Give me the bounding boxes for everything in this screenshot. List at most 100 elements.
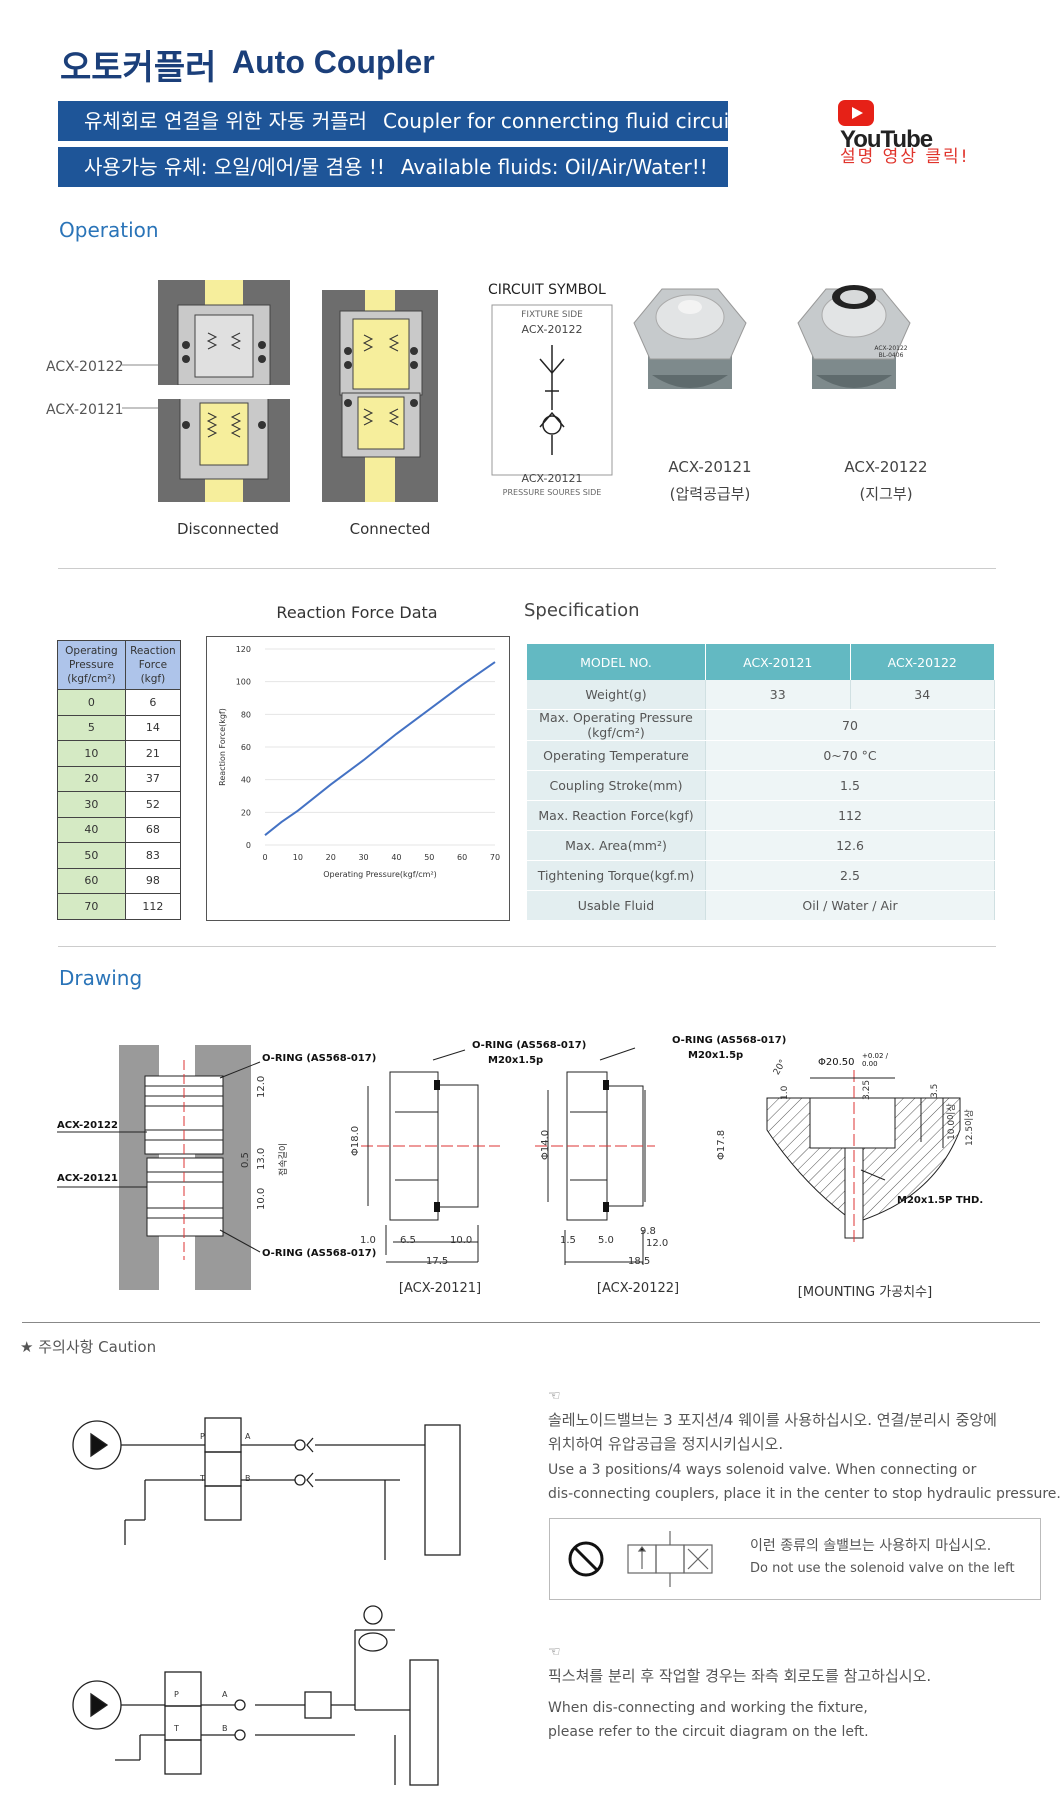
pressure-cell: 0 — [57, 689, 126, 716]
divider-2 — [58, 946, 996, 947]
spec-table-body: Weight(g) 33 34 Max. Operating Pressure … — [527, 680, 995, 921]
pressure-cell: 10 — [57, 740, 126, 767]
x-tick-label: 0 — [262, 853, 267, 862]
d2-dim-12: 12.0 — [646, 1238, 669, 1249]
asm-label-20121: ACX-20121 — [57, 1173, 118, 1184]
x-tick-label: 50 — [424, 853, 434, 862]
hand-icon-2: ☜ — [548, 1644, 561, 1660]
caution-text-2-ko: 픽스쳐를 분리 후 작업할 경우는 좌측 회로도를 참고하십시오. — [548, 1667, 932, 1685]
y-tick-label: 100 — [236, 678, 251, 687]
caution-circuit-diagrams — [72, 1417, 461, 1786]
pressure-cell: 30 — [57, 791, 126, 818]
page-title-en: Auto Coupler — [232, 44, 435, 80]
circuit-diagram-1 — [72, 1417, 461, 1560]
d2-dim-5: 5.0 — [598, 1235, 614, 1246]
caution-2-en-line1: When dis-connecting and working the fixt… — [548, 1700, 868, 1716]
d2-dim-98: 9.8 — [640, 1226, 656, 1237]
m-dim-325: 3.25 — [862, 1079, 872, 1100]
spec-value: 70 — [705, 709, 995, 741]
drawing-caption-1: [ACX-20121] — [398, 1281, 482, 1296]
spec-col-a: ACX-20121 — [705, 644, 851, 680]
chart-title: Reaction Force Data — [276, 603, 438, 622]
d2-oring: O-RING (AS568-017) — [672, 1035, 787, 1046]
caution-1-ko-line2: 위치하여 유압공급을 정지시키십시오. — [548, 1435, 784, 1453]
asm-dim-12: 12.0 — [256, 1075, 267, 1098]
spec-key: Coupling Stroke(mm) — [527, 770, 706, 801]
band1-en: Coupler for connercting fluid circuit — [383, 109, 737, 133]
symbol-fixture-side: FIXTURE SIDE — [521, 310, 583, 320]
d2-dim-15: 1.5 — [560, 1235, 576, 1246]
do-not-use-box: 이런 종류의 솔밸브는 사용하지 마십시오. Do not use the so… — [549, 1518, 1041, 1600]
youtube-link[interactable]: YouTube — [838, 100, 968, 154]
technical-drawing — [57, 1045, 961, 1290]
youtube-video-link[interactable]: 설명 영상 클릭! — [840, 147, 970, 167]
m-phi: Φ20.50 — [818, 1057, 855, 1068]
d2-phi178: Φ17.8 — [716, 1129, 727, 1160]
photo2-engrave-2: BL-0406 — [878, 352, 904, 359]
asm-oring-top: O-RING (AS568-017) — [262, 1053, 377, 1064]
caution-text-2-en: When dis-connecting and working the fixt… — [548, 1696, 869, 1744]
spec-table: MODEL NO. ACX-20121 ACX-20122 Weight(g) … — [527, 644, 995, 921]
force-cell: 14 — [124, 714, 182, 741]
operation-illustration — [122, 280, 911, 502]
y-axis-label: Reaction Force(kgf) — [218, 708, 227, 786]
feature-band-2: 사용가능 유체: 오일/에어/물 겸용 !!Available fluids: … — [58, 147, 728, 187]
youtube-word: YouTube — [840, 126, 933, 153]
photo2-desc: (지그부) — [859, 485, 913, 503]
spec-key: Max. Area(mm²) — [527, 830, 706, 861]
d1-oring: O-RING (AS568-017) — [472, 1040, 587, 1051]
label-acx-20122: ACX-20122 — [46, 359, 124, 375]
asm-oring-bottom: O-RING (AS568-017) — [262, 1248, 377, 1259]
caution-1-en-line2: dis-connecting couplers, place it in the… — [548, 1486, 1061, 1502]
caption-disconnected: Disconnected — [176, 520, 280, 538]
asm-dim-conn: 접속길이 — [279, 1142, 289, 1176]
do-not-use-en: Do not use the solenoid valve on the lef… — [750, 1561, 1015, 1576]
m-thd: M20x1.5P THD. — [897, 1195, 984, 1206]
spec-col-b: ACX-20122 — [850, 644, 995, 680]
d2-dim-185: 18.5 — [628, 1256, 651, 1267]
divider-3 — [22, 1322, 1040, 1323]
x-tick-label: 20 — [326, 853, 336, 862]
spec-value: 1.5 — [705, 770, 995, 801]
spec-col-model: MODEL NO. — [527, 644, 706, 680]
label-acx-20121: ACX-20121 — [46, 402, 124, 418]
operation-title: Operation — [59, 218, 159, 242]
connected-section — [322, 290, 438, 502]
asm-dim-10: 10.0 — [256, 1187, 267, 1210]
pressure-cell: 20 — [57, 765, 126, 792]
v2-port-t: T — [174, 1724, 179, 1733]
v2-port-a: A — [222, 1690, 228, 1699]
divider-1 — [58, 568, 996, 569]
circuit-symbol-title: CIRCUIT SYMBOL — [488, 282, 606, 298]
acx-20122-photo — [797, 285, 911, 389]
col-operating-pressure: Operating Pressure (kgf/cm²) — [57, 640, 126, 690]
solenoid-valve-icon — [627, 1531, 713, 1587]
pressure-cell: 60 — [57, 867, 126, 894]
spec-row: Max. Area(mm²)12.6 — [527, 830, 995, 861]
spec-val-b: 34 — [850, 680, 995, 710]
x-tick-label: 60 — [457, 853, 467, 862]
y-tick-label: 40 — [241, 776, 251, 785]
caution-1-ko-line1: 솔레노이드밸브는 3 포지션/4 웨이를 사용하십시오. 연결/분리시 중앙에 — [548, 1411, 997, 1429]
m-dim-1: 1.0 — [780, 1085, 790, 1100]
youtube-play-icon — [838, 100, 874, 126]
m-dim-100: 10.0이상 — [947, 1103, 957, 1140]
m-dim-125: 12.5이상 — [965, 1109, 975, 1146]
spec-value: 12.6 — [705, 830, 995, 861]
reaction-force-table: Operating Pressure (kgf/cm²) Reaction Fo… — [57, 640, 182, 920]
drawing-caption-2: [ACX-20122] — [596, 1281, 680, 1296]
caution-title: ★ 주의사항 Caution — [20, 1338, 157, 1356]
spec-key: Max. Reaction Force(kgf) — [527, 800, 706, 831]
spec-row-weight: Weight(g) 33 34 — [527, 680, 995, 710]
v1-port-t: T — [200, 1474, 205, 1483]
y-tick-label: 80 — [241, 710, 251, 719]
